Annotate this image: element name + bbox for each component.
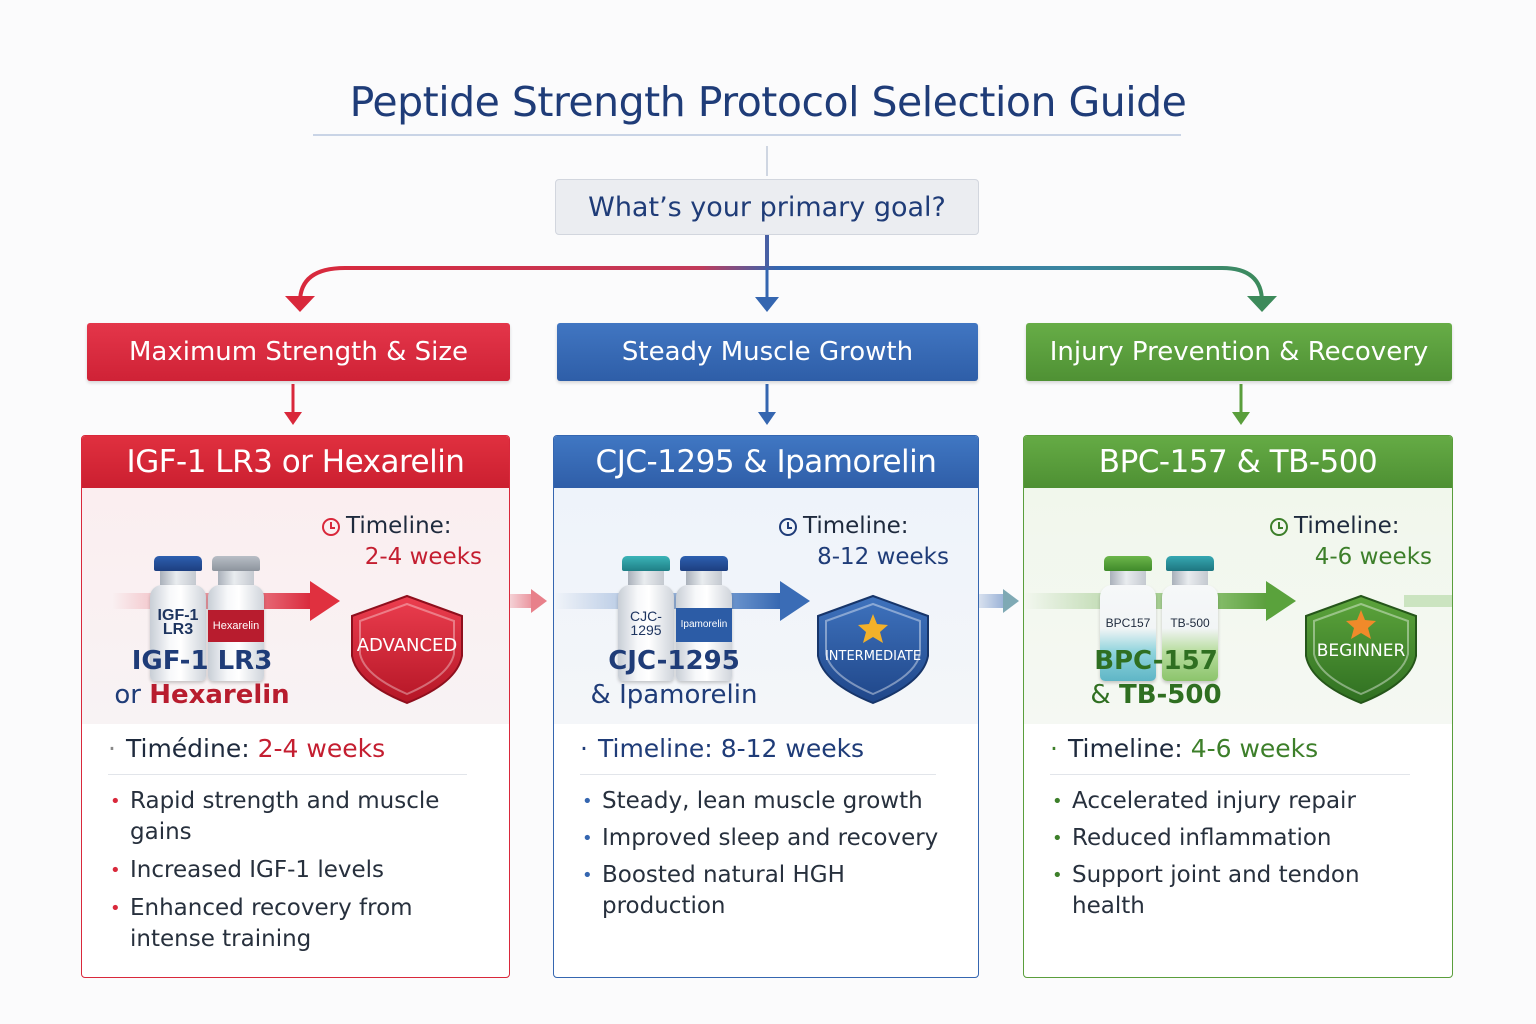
card-header: CJC-1295 & Ipamorelin [554,436,978,488]
timeline-info: Timeline: 4-6 weeks [1270,511,1432,573]
card-visual-area: BPC157 TB-500 Timeline: 4-6 weeks BEGINN… [1024,488,1452,724]
list-item: •Boosted natural HGH production [582,862,845,919]
benefit-list: •Accelerated injury repair •Reduced infl… [1050,786,1430,928]
arrow-head-green [1247,296,1277,312]
timeline-value: 8-12 weeks [817,544,949,570]
category-max-strength[interactable]: Maximum Strength & Size [87,323,510,381]
product-line1: BPC-157 [1094,646,1218,676]
timeline-value: 4-6 weeks [1314,544,1432,570]
list-item: •Reduced inflammation [1052,825,1332,851]
vial-cjc1295: CJC-1295 [618,556,674,684]
product-line2-rest: TB-500 [1118,680,1222,710]
timeline-info: Timeline: 2-4 weeks [322,511,482,573]
protocol-card-intermediate: CJC-1295 & Ipamorelin CJC-1295 Ipamoreli… [553,435,979,978]
card-visual-area: IGF-1 LR3 Hexarelin Timeline: 2-4 weeks … [82,488,509,724]
product-line2-prefix: & [1090,680,1119,710]
protocol-card-beginner: BPC-157 & TB-500 BPC157 TB-500 Ti [1023,435,1453,978]
timeline-summary: ·Timeline: 4-6 weeks [1050,734,1410,775]
shield-icon: BEGINNER [1305,594,1417,705]
summary-label: Timeline: [598,734,713,763]
card-header: BPC-157 & TB-500 [1024,436,1452,488]
page-title: Peptide Strength Protocol Selection Guid… [349,78,1187,126]
timeline-info: Timeline: 8-12 weeks [779,511,949,573]
clock-icon [779,517,797,536]
summary-value: 4-6 weeks [1190,734,1319,763]
product-line2-rest: Ipamorelin [619,680,758,710]
summary-value: 2-4 weeks [257,734,386,763]
star-icon [1346,610,1376,639]
level-badge-text: ADVANCED [357,635,458,656]
product-name: CJC-1295 & Ipamorelin [564,644,784,712]
vial-label: IGF-1 LR3 [157,607,199,638]
vial-label: BPC157 [1105,616,1151,630]
vial-igf1: IGF-1 LR3 [150,556,206,684]
product-line1: IGF-1 LR3 [131,646,273,676]
star-icon [858,614,888,643]
benefit-list: •Rapid strength and muscle gains •Increa… [108,786,468,962]
protocol-card-advanced: IGF-1 LR3 or Hexarelin IGF-1 LR3 Hexarel… [81,435,510,978]
timeline-summary: ·Timédine: 2-4 weeks [108,734,467,775]
category-injury-recovery[interactable]: Injury Prevention & Recovery [1026,323,1452,381]
list-item: •Enhanced recovery from intense training [110,895,413,952]
vial-label: Ipamorelin [676,608,732,642]
vial-pair: CJC-1295 Ipamorelin [618,556,758,686]
list-item: •Rapid strength and muscle gains [110,788,440,845]
arrow-head-red [285,296,315,312]
product-line1: CJC-1295 [608,646,740,676]
vial-label: CJC-1295 [630,608,662,638]
level-badge-text: BEGINNER [1317,641,1406,661]
list-item: •Increased IGF-1 levels [110,857,384,883]
summary-label: Timeline: [1068,734,1183,763]
vial-label: TB-500 [1170,616,1210,630]
list-item: •Steady, lean muscle growth [582,788,923,814]
benefit-list: •Steady, lean muscle growth •Improved sl… [580,786,960,928]
list-item: •Improved sleep and recovery [582,825,939,851]
arrow-head-blue [755,297,779,312]
vial-pair: BPC157 TB-500 [1100,556,1240,686]
shield-icon: INTERMEDIATE [817,594,929,705]
vial-pair: IGF-1 LR3 Hexarelin [150,556,290,686]
clock-icon [1270,517,1288,536]
list-item: •Accelerated injury repair [1052,788,1356,814]
timeline-summary: ·Timeline: 8-12 weeks [580,734,936,775]
product-line2-prefix: or [114,680,150,710]
timeline-label: Timeline: [346,513,452,539]
list-item: •Support joint and tendon health [1052,862,1360,919]
card-header: IGF-1 LR3 or Hexarelin [82,436,509,488]
vial-ipamorelin: Ipamorelin [676,556,732,684]
product-name: IGF-1 LR3 or Hexarelin [102,644,302,712]
vial-hexarelin: Hexarelin [208,556,264,684]
clock-icon [322,517,340,536]
timeline-label: Timeline: [1294,513,1400,539]
title-connector [766,146,768,176]
level-badge-text: INTERMEDIATE [825,649,921,664]
timeline-value: 2-4 weeks [364,544,482,570]
product-line2-rest: Hexarelin [149,680,290,710]
card-visual-area: CJC-1295 Ipamorelin Timeline: 8-12 weeks… [554,488,978,724]
category-steady-growth[interactable]: Steady Muscle Growth [557,323,978,381]
vial-label: Hexarelin [208,610,264,642]
vial-tb500: TB-500 [1162,556,1218,684]
vial-bpc157: BPC157 [1100,556,1156,684]
title-underline [313,134,1181,136]
summary-value: 8-12 weeks [720,734,865,763]
branch-line [298,235,1264,303]
shield-icon: ADVANCED [351,594,463,705]
primary-goal-question: What’s your primary goal? [555,179,979,235]
timeline-label: Timeline: [803,513,909,539]
summary-label: Timédine: [126,734,250,763]
product-name: BPC-157 & TB-500 [1056,644,1256,712]
product-line2-prefix: & [590,680,620,710]
